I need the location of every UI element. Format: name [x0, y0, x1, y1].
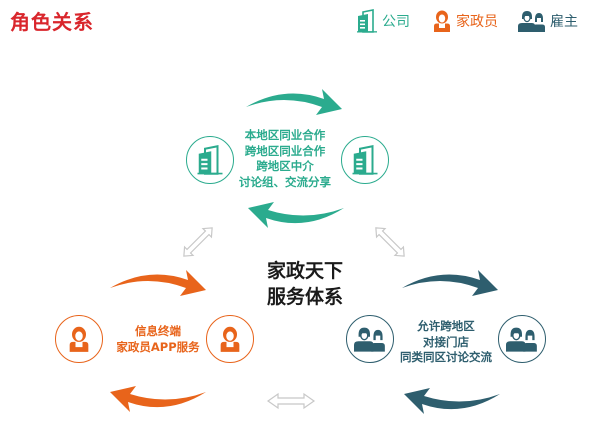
company-circle-right — [341, 136, 389, 184]
employer-line: 允许跨地区 — [417, 319, 475, 333]
employer-arrow-top — [400, 266, 500, 302]
company-line: 讨论组、交流分享 — [239, 174, 331, 189]
company-arrow-bottom — [246, 196, 346, 232]
building-icon — [351, 145, 379, 175]
building-icon — [356, 9, 378, 33]
center-title: 家政天下 服务体系 — [255, 258, 355, 310]
legend-label-housekeeper: 家政员 — [456, 14, 498, 30]
housekeeper-arrow-top — [108, 266, 208, 302]
employer-circle-left — [346, 315, 394, 363]
center-title-line2: 服务体系 — [266, 286, 343, 308]
housekeeper-icon — [432, 9, 452, 33]
legend-item-housekeeper: 家政员 — [432, 8, 498, 34]
connector-arrow-housekeeper-employer — [266, 392, 316, 410]
employer-icon — [518, 9, 546, 33]
company-arrow-top — [244, 85, 344, 121]
housekeeper-circle-left — [55, 315, 103, 363]
employer-arrow-bottom — [402, 382, 502, 418]
company-description: 本地区同业合作 跨地区同业合作 跨地区中介 讨论组、交流分享 — [230, 128, 340, 190]
employer-circle-right — [498, 315, 546, 363]
employer-icon — [506, 325, 538, 353]
company-line: 本地区同业合作 — [244, 128, 326, 142]
housekeeper-icon — [218, 325, 242, 353]
employer-icon — [354, 325, 386, 353]
housekeeper-icon — [67, 325, 91, 353]
company-circle-left — [186, 136, 234, 184]
housekeeper-arrow-bottom — [108, 380, 208, 416]
housekeeper-line: 家政员APP服务 — [116, 339, 200, 354]
company-line: 跨地区中介 — [256, 159, 314, 173]
legend-item-company: 公司 — [356, 8, 410, 34]
housekeeper-description: 信息终端 家政员APP服务 — [108, 324, 208, 355]
legend-label-employer: 雇主 — [550, 14, 578, 30]
building-icon — [196, 145, 224, 175]
company-line: 跨地区同业合作 — [244, 143, 326, 158]
housekeeper-circle-right — [206, 315, 254, 363]
connector-arrow-company-employer — [372, 226, 408, 258]
employer-line: 同类同区讨论交流 — [400, 350, 492, 364]
legend-item-employer: 雇主 — [518, 8, 578, 34]
page-title: 角色关系 — [10, 10, 94, 34]
connector-arrow-company-housekeeper — [180, 226, 216, 258]
center-title-line1: 家政天下 — [266, 260, 343, 282]
employer-line: 对接门店 — [423, 334, 469, 349]
employer-description: 允许跨地区 对接门店 同类同区讨论交流 — [394, 319, 498, 366]
legend-label-company: 公司 — [382, 14, 410, 30]
housekeeper-line: 信息终端 — [135, 324, 181, 338]
